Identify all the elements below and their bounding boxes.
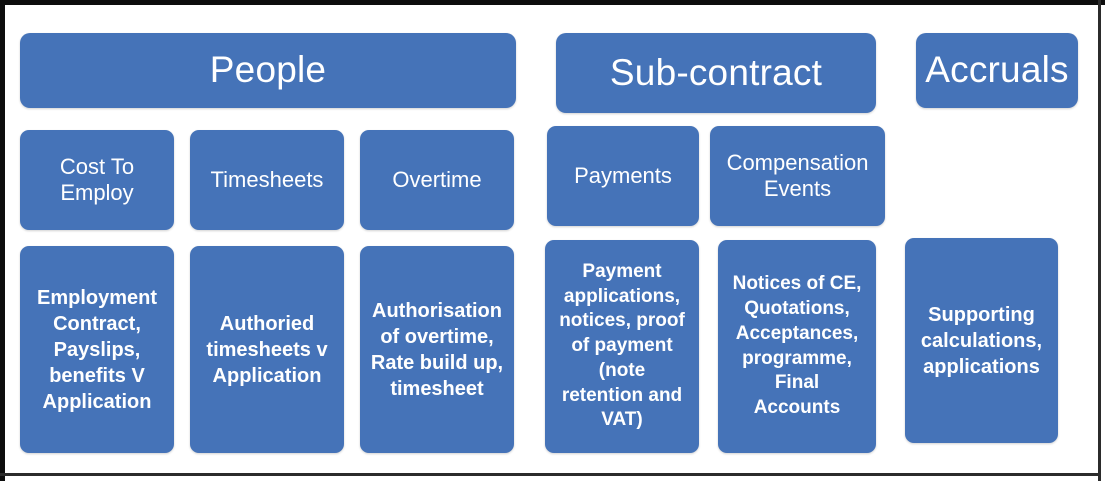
header-label-people: People bbox=[209, 49, 327, 91]
detail-box-overtime-evidence[interactable]: Authorisation of overtime, Rate build up… bbox=[360, 246, 514, 453]
header-box-accruals[interactable]: Accruals bbox=[916, 33, 1078, 108]
sub-box-timesheets[interactable]: Timesheets bbox=[190, 130, 344, 230]
detail-box-ce-evidence[interactable]: Notices of CE, Quotations, Acceptances, … bbox=[718, 240, 876, 453]
frame-border-right bbox=[1098, 0, 1101, 481]
detail-label-ce-evidence: Notices of CE, Quotations, Acceptances, … bbox=[732, 273, 862, 418]
detail-box-timesheet-evidence[interactable]: Authoried timesheets v Application bbox=[190, 246, 344, 453]
header-box-sub-contract[interactable]: Sub-contract bbox=[556, 33, 876, 113]
detail-label-payments-evidence: Payment applications, notices, proof of … bbox=[559, 261, 685, 431]
sub-label-overtime: Overtime bbox=[392, 167, 482, 193]
detail-label-accruals-evidence: Supporting calculations, applications bbox=[920, 303, 1043, 378]
sub-box-cost-to-employ[interactable]: Cost To Employ bbox=[20, 130, 174, 230]
header-label-sub-contract: Sub-contract bbox=[609, 51, 823, 93]
frame-border-bottom bbox=[0, 473, 1101, 476]
sub-label-cost-to-employ: Cost To Employ bbox=[59, 154, 135, 205]
header-box-people[interactable]: People bbox=[20, 33, 516, 108]
detail-label-timesheet-evidence: Authoried timesheets v Application bbox=[206, 312, 328, 387]
sub-box-overtime[interactable]: Overtime bbox=[360, 130, 514, 230]
sub-box-compensation-events[interactable]: Compensation Events bbox=[710, 126, 885, 226]
detail-box-employment-evidence[interactable]: Employment Contract, Payslips, benefits … bbox=[20, 246, 174, 453]
detail-label-employment-evidence: Employment Contract, Payslips, benefits … bbox=[36, 286, 158, 413]
sub-label-timesheets: Timesheets bbox=[210, 167, 324, 193]
sub-label-payments: Payments bbox=[574, 163, 672, 189]
frame-border-left bbox=[0, 0, 5, 481]
detail-label-overtime-evidence: Authorisation of overtime, Rate build up… bbox=[370, 299, 504, 400]
sub-label-compensation-events: Compensation Events bbox=[726, 150, 869, 201]
frame-border-top bbox=[0, 0, 1105, 5]
header-label-accruals: Accruals bbox=[925, 49, 1069, 91]
detail-box-payments-evidence[interactable]: Payment applications, notices, proof of … bbox=[545, 240, 699, 453]
detail-box-accruals-evidence[interactable]: Supporting calculations, applications bbox=[905, 238, 1058, 443]
sub-box-payments[interactable]: Payments bbox=[547, 126, 699, 226]
